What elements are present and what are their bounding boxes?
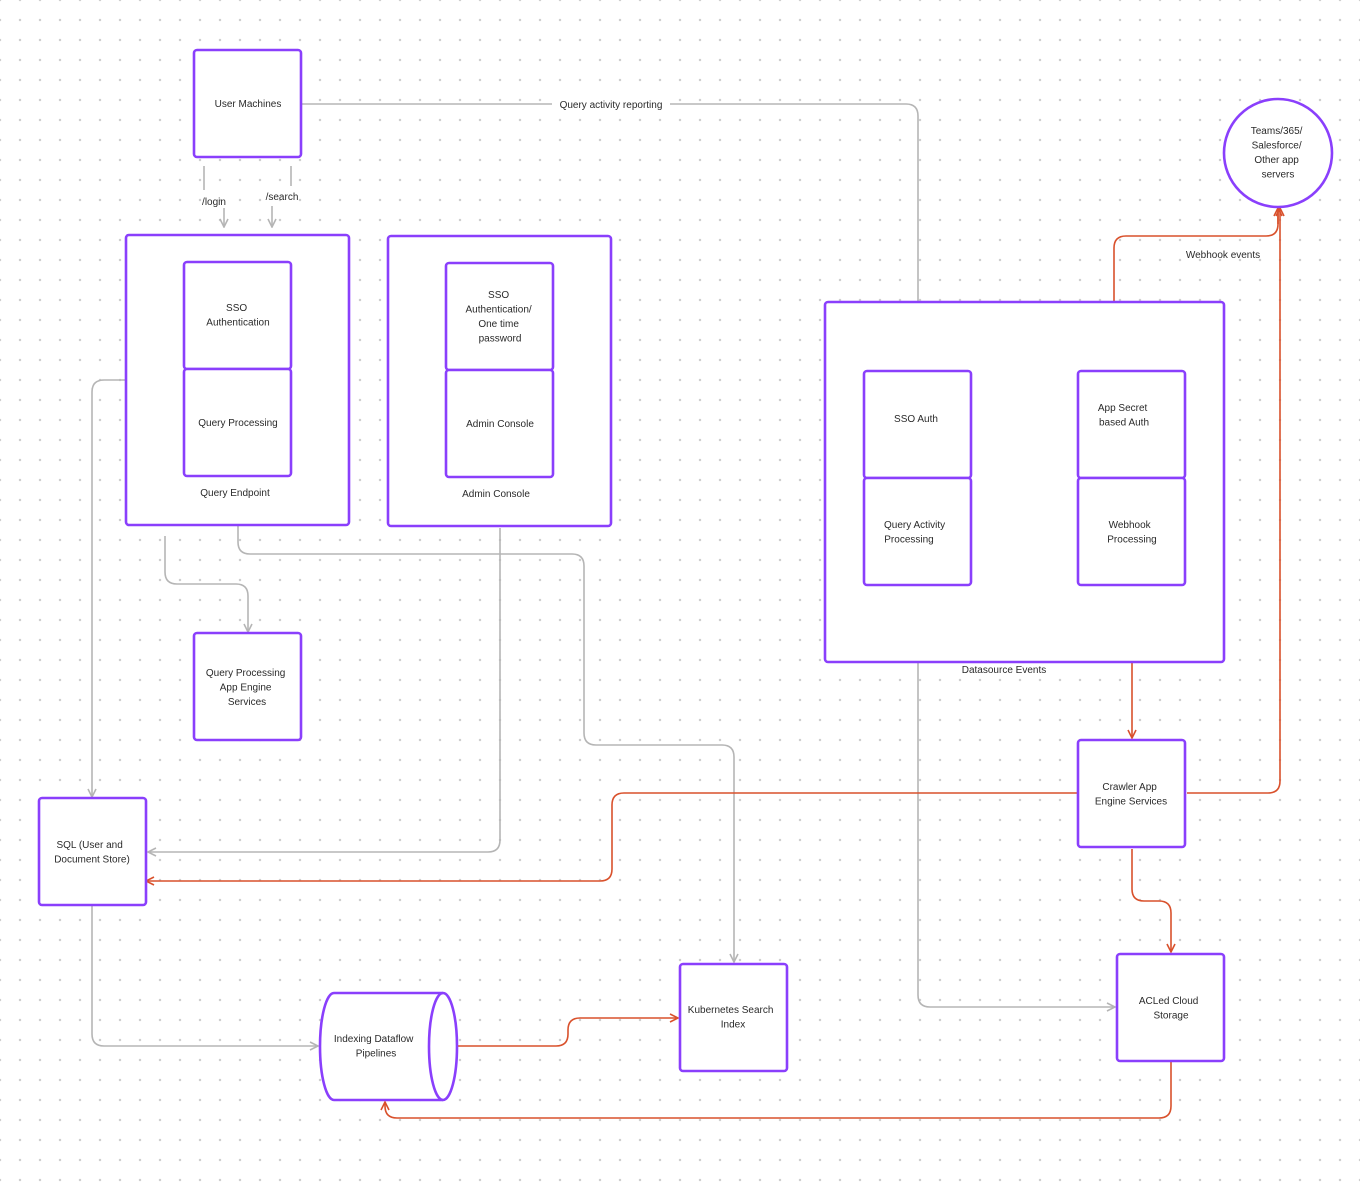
user-machines-node xyxy=(192,48,303,159)
query-processing-label: Query Processing xyxy=(198,418,277,429)
edge-label-search: /search xyxy=(266,192,299,203)
crawler-label: Crawler App Engine Services xyxy=(1095,782,1167,808)
webhook-processing-label: Webhook Processing xyxy=(1107,520,1156,546)
crawler-node xyxy=(1076,738,1187,849)
datasource-events-title: Datasource Events xyxy=(962,665,1047,676)
edge-activity-to-storage xyxy=(917,586,1115,1007)
admin-console-node xyxy=(444,368,555,479)
kubernetes-label: Kubernetes Search Index xyxy=(688,1005,776,1031)
query-activity-node xyxy=(862,476,973,587)
query-endpoint-sso-node xyxy=(182,260,293,371)
edge-label-query-activity-reporting: Query activity reporting xyxy=(560,100,663,111)
edge-endpoint-to-sql xyxy=(92,379,126,797)
edge-endpoint-to-qp-services xyxy=(164,536,248,632)
edge-crawler-to-storage xyxy=(1131,849,1171,952)
query-processing-services-node xyxy=(192,631,303,742)
admin-sso-label: SSO Authentication/ One time password xyxy=(466,290,535,345)
edge-endpoint-to-kubernetes xyxy=(237,526,734,962)
user-machines-label: User Machines xyxy=(215,99,282,110)
webhook-processing-node xyxy=(1076,476,1187,587)
admin-console-title: Admin Console xyxy=(462,489,530,500)
edge-label-webhook-events: Webhook events xyxy=(1186,250,1260,261)
indexing-pipelines-label: Indexing Dataflow Pipelines xyxy=(334,1034,416,1060)
edge-sql-to-indexing xyxy=(91,906,318,1046)
query-endpoint-sso-label: SSO Authentication xyxy=(206,303,269,329)
kubernetes-node xyxy=(678,962,789,1073)
edge-crawler-to-external xyxy=(1187,208,1280,794)
edge-indexing-to-kubernetes xyxy=(457,1018,678,1047)
edge-admin-to-sql xyxy=(148,528,501,852)
sql-node xyxy=(37,796,148,907)
query-processing-node xyxy=(182,367,293,478)
indexing-pipelines-rim xyxy=(427,991,444,1102)
edge-crawler-to-sql xyxy=(146,792,1078,881)
edge-label-login: /login xyxy=(202,197,226,208)
external-servers-node xyxy=(1222,97,1334,209)
app-secret-label: App Secret based Auth xyxy=(1098,403,1150,429)
external-servers-label: Teams/365/ Salesforce/ Other app servers xyxy=(1251,126,1305,181)
storage-label: ACLed Cloud Storage xyxy=(1139,996,1201,1022)
indexing-pipelines-node xyxy=(318,991,459,1102)
sql-label: SQL (User and Document Store) xyxy=(54,840,130,866)
admin-sso-node xyxy=(444,261,555,372)
query-endpoint-title: Query Endpoint xyxy=(200,488,270,499)
storage-node xyxy=(1115,952,1226,1063)
query-activity-label: Query Activity Processing xyxy=(884,520,948,546)
edge-query-activity-reporting xyxy=(302,103,918,369)
query-processing-services-label: Query Processing App Engine Services xyxy=(206,668,288,708)
sso-auth-label: SSO Auth xyxy=(894,414,938,425)
admin-console-node-label: Admin Console xyxy=(466,419,534,430)
edge-storage-to-indexing xyxy=(385,1062,1172,1119)
edge-label-bg xyxy=(552,96,670,112)
